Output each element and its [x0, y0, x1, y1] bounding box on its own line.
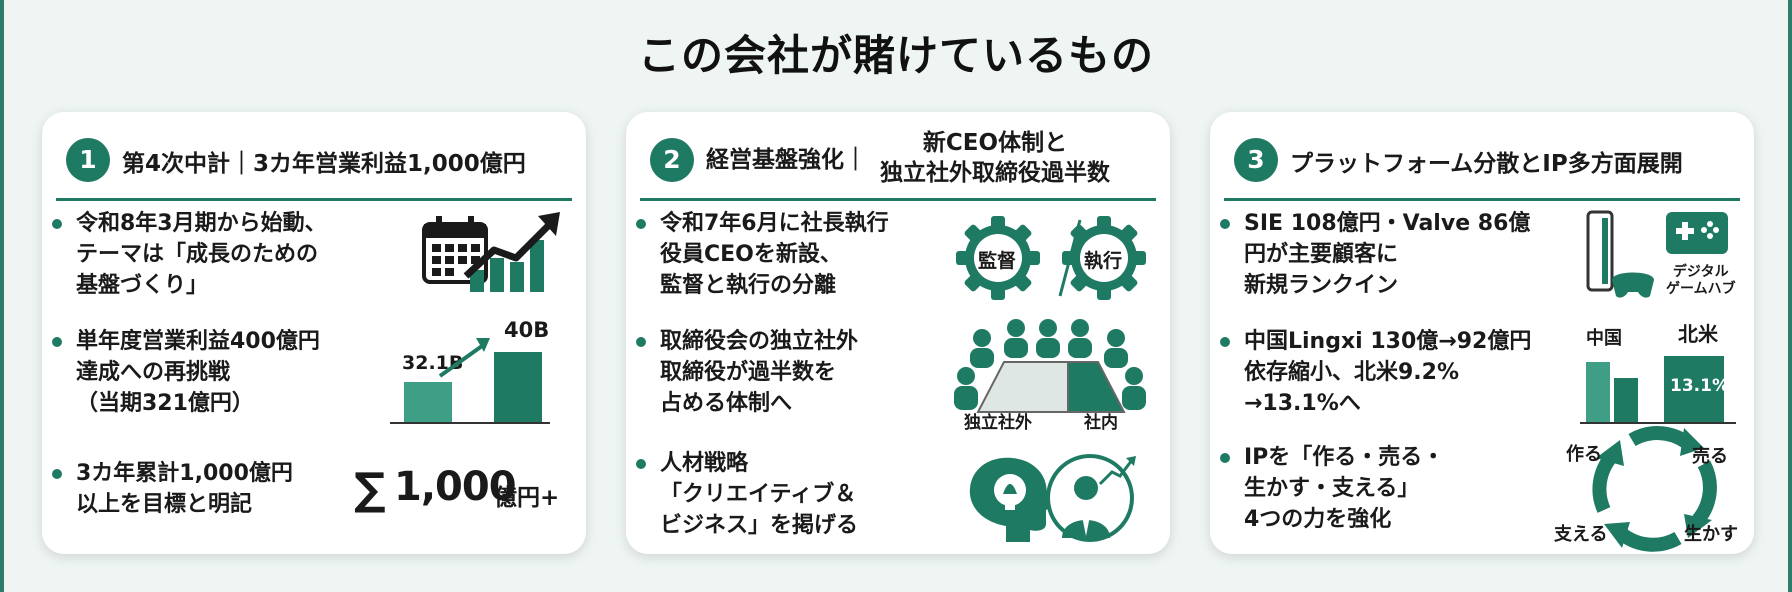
bullet-item: 令和8年3月期から始動、 テーマは「成長のための 基盤づくり」 — [52, 208, 327, 301]
gear-right-label: 執行 — [1084, 250, 1123, 272]
card-header: 2 経営基盤強化｜ 新CEO体制と 独立社外取締役過半数 — [640, 128, 1156, 201]
card-platform-ip: 3 プラットフォーム分散とIP多方面展開 SIE 108億円・Valve 86億… — [1210, 112, 1754, 554]
cycle-label-make: 作る — [1566, 444, 1602, 465]
sum-value: 1,000 — [394, 464, 517, 510]
bar-china-after — [1614, 378, 1638, 422]
card-heading: プラットフォーム分散とIP多方面展開 — [1290, 151, 1683, 177]
na-label: 北米 — [1678, 322, 1718, 346]
gear-left-label: 監督 — [978, 250, 1017, 272]
bar-comparison-chart — [390, 338, 550, 424]
card-heading-line1: 新CEO体制と — [922, 130, 1068, 156]
hub-label-line2: ゲームハブ — [1666, 281, 1736, 297]
bullet-item: 単年度営業利益400億円 達成への再挑戦 （当期321億円） — [52, 326, 320, 419]
growth-chart-icon — [463, 212, 560, 292]
card-header: 1 第4次中計｜3カ年営業利益1,000億円 — [56, 128, 572, 201]
bullet-item: 3カ年累計1,000億円 以上を目標と明記 — [52, 458, 293, 520]
card-governance: 2 経営基盤強化｜ 新CEO体制と 独立社外取締役過半数 令和7年6月に社長執行… — [626, 112, 1170, 554]
bar-china-before — [1586, 362, 1610, 422]
board-left-label: 独立社外 — [964, 413, 1032, 433]
card-number-badge: 2 — [650, 138, 694, 182]
sum-symbol: ∑ — [354, 464, 386, 515]
hub-label-line1: デジタル — [1672, 264, 1729, 280]
sum-unit: 億円+ — [494, 485, 560, 511]
gear-icon — [956, 216, 1146, 300]
card-heading: 第4次中計｜3カ年営業利益1,000億円 — [122, 151, 526, 177]
bar-na — [1664, 356, 1724, 422]
cycle-label-sell: 売る — [1692, 446, 1728, 467]
board-meeting-icon — [954, 319, 1146, 413]
china-label: 中国 — [1586, 328, 1622, 349]
left-edge-accent — [0, 0, 4, 592]
bullet-item: IPを「作る・売る・ 生かす・支える」 4つの力を強化 — [1219, 442, 1444, 535]
gamepad-icon — [1666, 212, 1728, 254]
page-title: この会社が賭けているもの — [637, 31, 1154, 80]
bullet-item: 令和7年6月に社長執行 役員CEOを新設、 監督と執行の分離 — [636, 208, 889, 301]
cycle-label-support: 支える — [1554, 524, 1608, 545]
bullet-item: 取締役会の独立社外 取締役が過半数を 占める体制へ — [635, 326, 858, 419]
card-heading-line2: 独立社外取締役過半数 — [880, 160, 1110, 186]
card-heading: 経営基盤強化｜ — [706, 147, 867, 173]
bullet-item: SIE 108億円・Valve 86億 円が主要顧客に 新規ランクイン — [1219, 208, 1530, 301]
card-header: 3 プラットフォーム分散とIP多方面展開 — [1224, 128, 1740, 201]
hub-label: デジタル ゲームハブ — [1666, 264, 1736, 298]
bullet-item: 中国Lingxi 130億→92億円 依存縮小、北米9.2% →13.1%へ — [1219, 326, 1531, 419]
bullet-item: 人材戦略 「クリエイティブ＆ ビジネス」を掲げる — [635, 448, 858, 541]
bar-target-label: 40B — [504, 318, 550, 342]
cycle-label-use: 生かす — [1684, 524, 1738, 545]
region-bar-chart — [1580, 356, 1736, 424]
cycle-arrows-icon — [1592, 426, 1717, 552]
bar-target — [494, 352, 542, 422]
board-right-label: 社内 — [1084, 413, 1118, 433]
console-icon — [1586, 210, 1654, 298]
card-mid-term-plan: 1 第4次中計｜3カ年営業利益1,000億円 令和8年3月期から始動、 テーマは… — [42, 112, 586, 554]
card-number-badge: 3 — [1234, 138, 1278, 182]
card-heading-sub: 新CEO体制と 独立社外取締役過半数 — [880, 128, 1110, 188]
creative-head-icon — [969, 454, 1136, 542]
right-edge-accent — [1788, 0, 1792, 592]
bar-current — [404, 382, 452, 422]
card-number-badge: 1 — [66, 138, 110, 182]
na-value: 13.1% — [1670, 376, 1729, 396]
